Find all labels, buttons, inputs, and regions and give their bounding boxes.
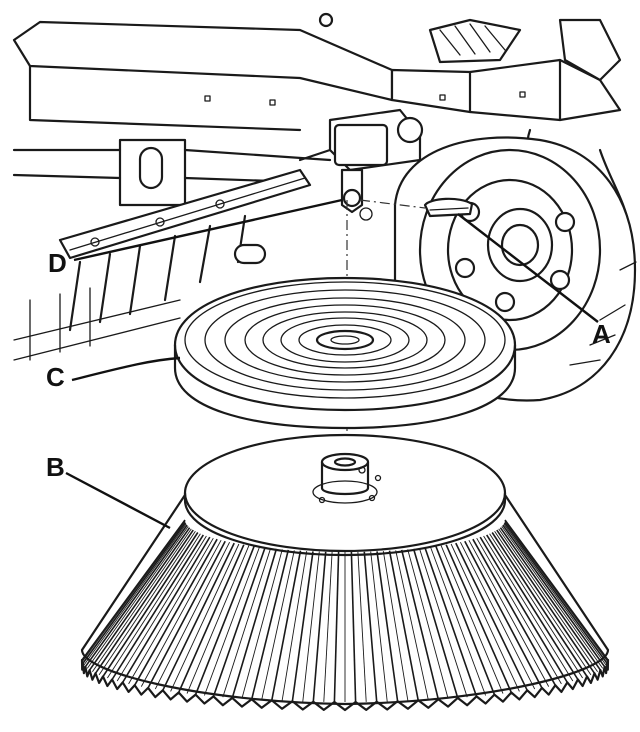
bristle-strand xyxy=(111,534,204,680)
bristle-strand xyxy=(502,524,606,668)
bristle-strand xyxy=(122,536,211,683)
bristle-strand xyxy=(501,526,604,669)
bristle-strand xyxy=(491,532,588,677)
bristle-strand xyxy=(483,535,574,682)
bristle-strand xyxy=(250,549,290,700)
bristle-strand xyxy=(412,548,459,699)
pin-clip-a xyxy=(423,197,474,218)
bristle-strand xyxy=(486,534,579,680)
leader-c xyxy=(71,356,181,382)
bristle-strand xyxy=(186,545,250,694)
bristle-strand xyxy=(128,537,214,685)
bristle-strand xyxy=(140,539,222,687)
wheel xyxy=(393,136,637,402)
bristle-strand xyxy=(82,522,187,664)
bristle-strand xyxy=(302,551,320,702)
bristle-strand xyxy=(363,551,378,702)
bristle-strand xyxy=(376,551,399,702)
bristle-strand xyxy=(281,551,308,701)
bristle-strand xyxy=(222,548,272,698)
bristle-strand xyxy=(81,521,186,662)
bristle-strand xyxy=(504,519,609,661)
bristle-strand xyxy=(370,551,388,702)
bristle-strand xyxy=(445,544,513,693)
bristle-strand xyxy=(503,523,607,666)
brush-arm-rail xyxy=(13,168,312,361)
bristle-strand xyxy=(400,549,440,700)
bristle-strand xyxy=(81,519,186,661)
callout-a: A xyxy=(592,319,611,349)
callout-b: B xyxy=(46,452,65,482)
bristle-tips xyxy=(80,658,610,712)
bristle-strand xyxy=(418,548,468,698)
bristle-strand xyxy=(312,551,327,702)
bristle-strand xyxy=(503,522,608,664)
bristle-strand xyxy=(494,531,592,676)
leader-d xyxy=(73,198,343,262)
bristle-strand xyxy=(450,543,520,692)
bristle-strand xyxy=(102,532,199,677)
bristle-strand xyxy=(212,547,266,697)
bristle-strand xyxy=(489,533,583,679)
bristle-strand xyxy=(472,538,556,686)
bristle-strand xyxy=(323,551,333,702)
bristle-strand xyxy=(435,546,496,695)
bristle-strand xyxy=(231,548,278,699)
bristle-strand xyxy=(271,550,302,701)
bristle-strand xyxy=(382,551,409,701)
bristle-strand xyxy=(291,551,314,702)
clip-axis xyxy=(359,199,426,209)
bristle-strand xyxy=(476,537,562,685)
bristle-strand xyxy=(92,528,192,672)
bristle-strand xyxy=(134,538,218,686)
leader-a xyxy=(457,213,599,323)
bristle-strand xyxy=(407,549,449,699)
bristle-strand xyxy=(464,540,543,689)
bristle-strand xyxy=(162,542,235,691)
bristle-strand xyxy=(84,524,188,668)
bristle-strand xyxy=(170,543,240,692)
bristle-strand xyxy=(194,546,255,695)
bristle-strand xyxy=(203,546,260,696)
bristle-strand xyxy=(504,521,609,662)
bristle-strand xyxy=(116,535,207,682)
bristle-strand xyxy=(177,544,245,693)
drive-plate-c xyxy=(173,276,517,430)
bristle-strand xyxy=(388,550,419,701)
bristle-strand xyxy=(333,551,340,703)
bristle-strand xyxy=(479,536,568,683)
bristle-strand xyxy=(350,551,357,703)
bristle-strand xyxy=(496,529,596,674)
bristle-strand xyxy=(88,527,191,671)
bristle-strand xyxy=(440,545,504,694)
bristle-strand xyxy=(468,539,550,687)
bristle-strand xyxy=(94,529,194,674)
leader-lines xyxy=(65,198,599,530)
bristle-strand xyxy=(147,540,226,689)
machine-frame xyxy=(12,12,632,232)
bristle-strand xyxy=(83,523,187,666)
bristle-strand xyxy=(455,542,528,691)
bristle-strand xyxy=(261,550,295,700)
motor-mount-bracket xyxy=(298,108,424,221)
bristle-strand xyxy=(357,551,367,702)
bristle-strand xyxy=(459,541,536,690)
bristle-strand xyxy=(107,533,201,679)
callout-d: D xyxy=(48,248,67,278)
bristle-strand xyxy=(86,526,189,669)
callout-c: C xyxy=(46,362,65,392)
bristle-strand xyxy=(395,550,429,700)
bristle-strand xyxy=(154,541,231,690)
bristle-strand xyxy=(241,549,283,699)
leader-b xyxy=(65,471,171,530)
bristle-strand xyxy=(499,527,602,671)
side-broom-b xyxy=(80,433,610,712)
shaft-end-d xyxy=(342,188,362,208)
bristle-strand xyxy=(430,546,487,696)
bristle-strand xyxy=(98,531,196,676)
bristle-strand xyxy=(424,547,478,697)
broom-bristles xyxy=(81,519,609,703)
bristle-strand xyxy=(498,528,598,672)
